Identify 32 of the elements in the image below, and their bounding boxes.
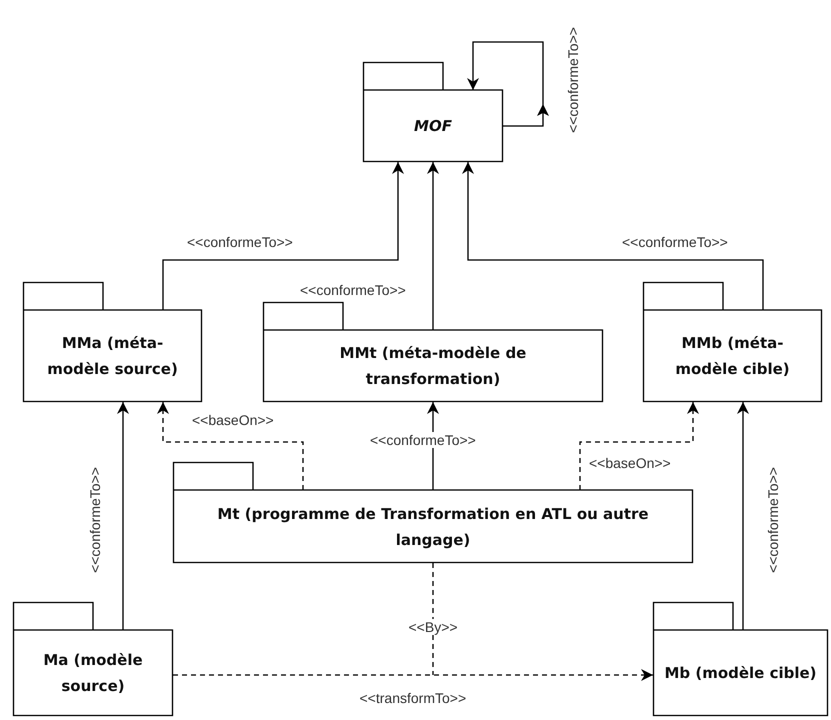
package-box [643,282,822,402]
arrow [737,402,749,630]
edge-label: <<baseOn>> [191,412,275,428]
package-box [13,602,173,716]
package-box [363,62,503,162]
edge-label: <<baseOn>> [588,455,672,471]
package-title: MOF [413,116,453,137]
package-box [653,602,828,716]
package-box [263,302,603,402]
package-title: MMa (méta-modèle source) [46,333,179,380]
package-title: Ma (modèle source) [42,650,144,697]
edge-label: <<conformeTo>> [764,466,781,574]
package-title: Mt (programme de Transformation en ATL ou autre langage) [216,504,650,550]
dashed-arrow [579,402,699,490]
edge-label: <<conformeTo>> [564,26,581,134]
arrow [427,162,439,330]
package-title: Mb (modèle cible) [663,663,818,684]
dashed-arrow [157,402,304,490]
edge-label: <<conformeTo>> [186,234,294,250]
edge-label: <<conformeTo>> [621,234,729,250]
edge-label: <<transformTo>> [358,690,468,706]
arrow [162,162,404,310]
edge-label: <<conformeTo>> [369,432,477,448]
dashed-arrow [173,669,653,681]
arrow [462,162,764,310]
arrow [117,402,129,630]
package-title: MMt (méta-modèle de transformation) [338,343,528,390]
package-title: MMb (méta-modèle cible) [674,333,791,380]
edge-label: <<conformeTo>> [86,466,103,574]
edge-label: <<By>> [408,619,459,635]
package-box [23,282,202,402]
edge-label: <<conformeTo>> [299,282,407,298]
